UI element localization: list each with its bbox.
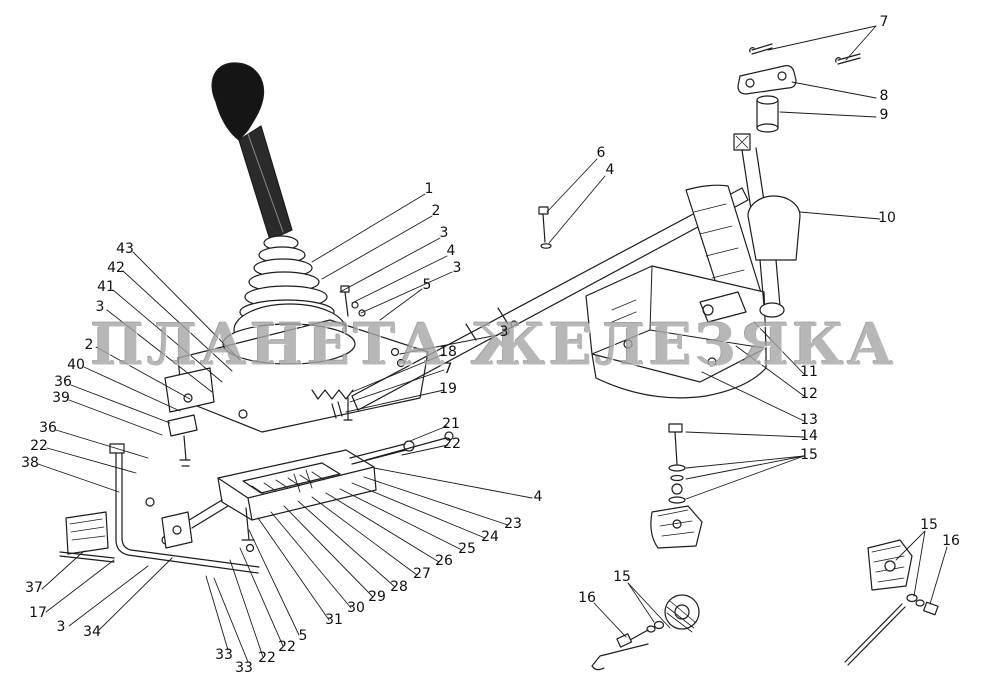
rubber-boot: [222, 235, 356, 365]
rod-bolt: [538, 206, 552, 249]
support-bracket: [585, 265, 767, 399]
left-rod-assembly: [59, 414, 260, 574]
lever-bracket-assembly: [161, 431, 454, 553]
roller-detail: [591, 594, 700, 671]
gear-shift-lever: [211, 62, 293, 241]
return-spring: [311, 389, 354, 421]
linkage-rod: [351, 187, 749, 411]
leader-lines: [37, 25, 948, 663]
bracket-detail: [844, 539, 939, 666]
pin-and-link-parts: [737, 43, 861, 133]
fastener-stack: [650, 423, 703, 549]
shift-lever-head: [699, 133, 801, 323]
base-plate: [164, 285, 429, 433]
